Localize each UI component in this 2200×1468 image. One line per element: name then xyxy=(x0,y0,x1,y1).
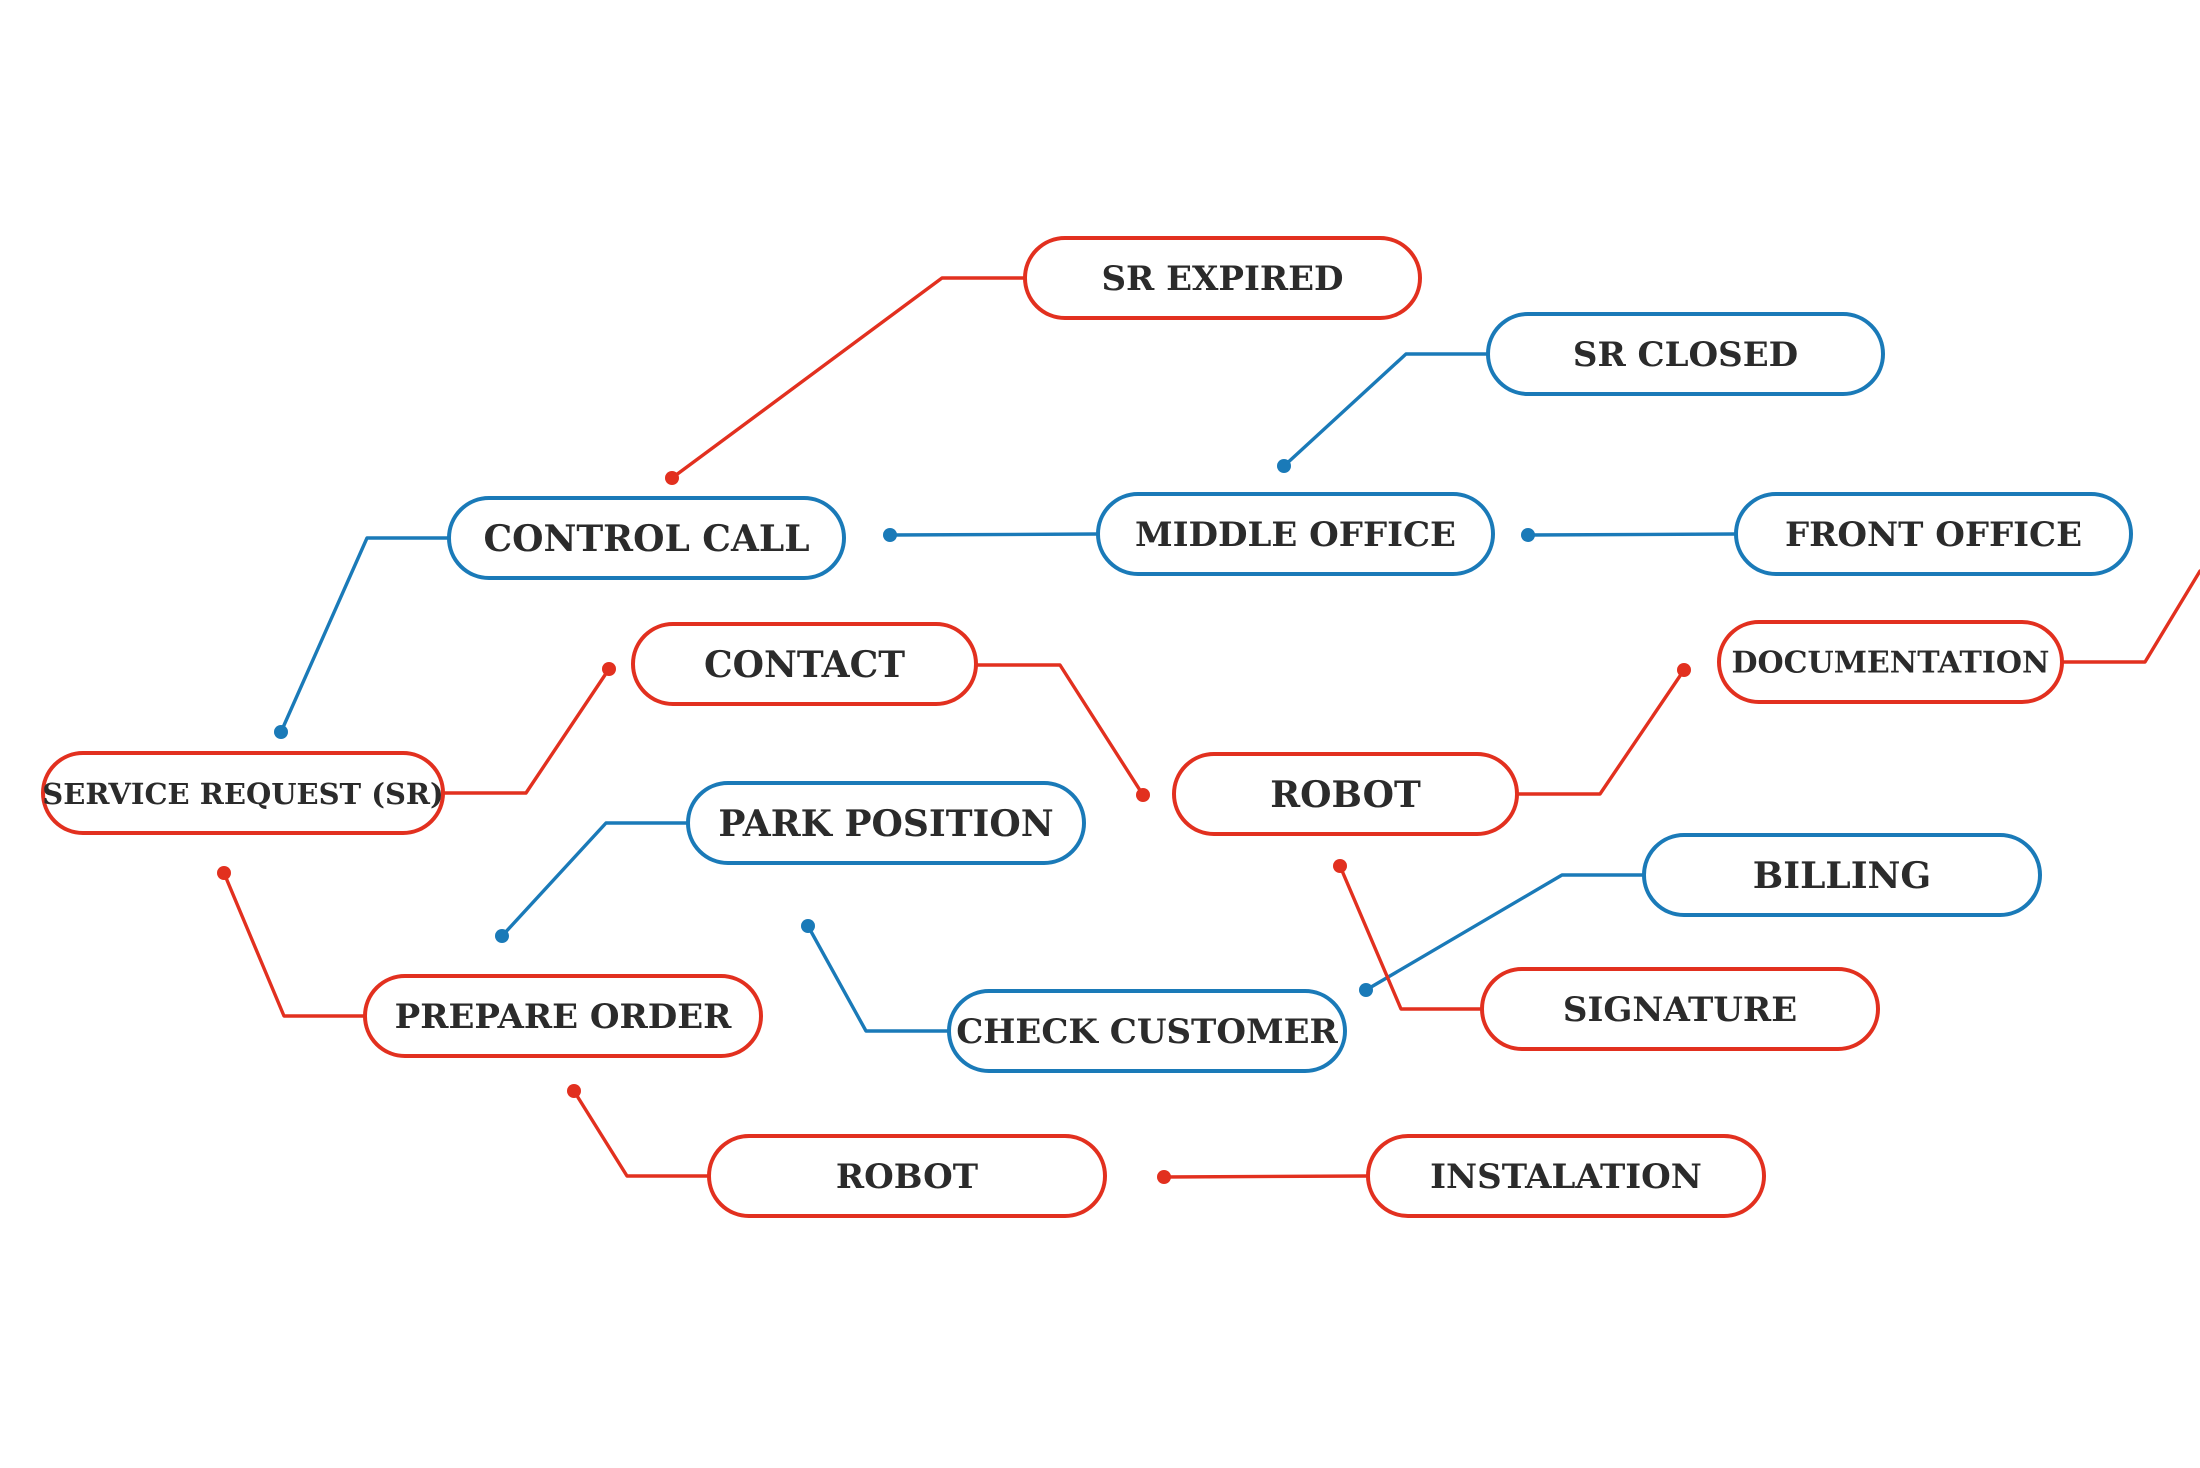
node-sr-closed[interactable]: SR CLOSED xyxy=(1486,312,1885,396)
node-contact[interactable]: CONTACT xyxy=(631,622,978,706)
connector-endpoint-dot xyxy=(1359,983,1373,997)
connector-middle-office-to-sr-closed xyxy=(1277,352,1490,473)
node-label: BILLING xyxy=(1753,855,1931,897)
connector-endpoint-dot xyxy=(801,919,815,933)
connector-robot-to-signature xyxy=(1333,859,1484,1011)
connector-middle-office-to-control-call xyxy=(883,528,1100,542)
node-label: FRONT OFFICE xyxy=(1785,515,2082,555)
connector-service-request-to-prepare-order xyxy=(217,866,367,1018)
connector-endpoint-dot xyxy=(495,929,509,943)
connector-line xyxy=(888,532,1100,537)
connector-line xyxy=(572,1089,711,1178)
connector-line xyxy=(500,821,690,938)
node-service-request[interactable]: SERVICE REQUEST (SR) xyxy=(41,751,445,835)
connector-endpoint-dot xyxy=(1677,663,1691,677)
node-pill xyxy=(1096,492,1495,576)
connector-service-request-to-contact xyxy=(441,662,616,795)
connector-check-customer-to-billing xyxy=(1359,873,1646,997)
connector-prepare-order-to-park-position xyxy=(495,821,690,943)
node-billing[interactable]: BILLING xyxy=(1642,833,2042,917)
node-label: MIDDLE OFFICE xyxy=(1135,515,1456,555)
node-sr-expired[interactable]: SR EXPIRED xyxy=(1023,236,1422,320)
connector-line xyxy=(1515,668,1686,796)
node-label: ROBOT xyxy=(1270,774,1421,816)
node-robot-2[interactable]: ROBOT xyxy=(707,1134,1107,1218)
connector-endpoint-dot xyxy=(1136,788,1150,802)
node-pill xyxy=(1366,1134,1766,1218)
connector-line xyxy=(974,663,1145,797)
node-pill xyxy=(1734,492,2133,576)
connector-endpoint-dot xyxy=(602,662,616,676)
connector-line xyxy=(1282,352,1490,468)
connector-line xyxy=(1364,873,1646,992)
node-label: INSTALATION xyxy=(1430,1157,1702,1197)
node-label: ROBOT xyxy=(836,1157,978,1197)
connector-prepare-order-to-robot xyxy=(567,1084,711,1178)
connector-line xyxy=(441,667,611,795)
connector-endpoint-dot xyxy=(1277,459,1291,473)
node-signature[interactable]: SIGNATURE xyxy=(1480,967,1880,1051)
node-instalation[interactable]: INSTALATION xyxy=(1366,1134,1766,1218)
node-pill xyxy=(947,989,1347,1073)
node-check-customer[interactable]: CHECK CUSTOMER xyxy=(947,989,1347,1073)
nodes: SR EXPIRED SR CLOSED CONTROL CALL MIDDLE OF… xyxy=(41,236,2133,1218)
node-front-office[interactable]: FRONT OFFICE xyxy=(1734,492,2133,576)
node-label: DOCUMENTATION xyxy=(1732,646,2050,681)
connector-endpoint-dot xyxy=(665,471,679,485)
connector-endpoint-dot xyxy=(1333,859,1347,873)
node-label: CONTACT xyxy=(704,644,905,686)
node-middle-office[interactable]: MIDDLE OFFICE xyxy=(1096,492,1495,576)
node-pill xyxy=(686,781,1086,865)
connector-endpoint-dot xyxy=(883,528,897,542)
connector-line xyxy=(1526,532,1738,537)
connector-control-call-to-sr-expired xyxy=(665,276,1027,485)
node-pill xyxy=(1480,967,1880,1051)
node-label: SR CLOSED xyxy=(1573,335,1798,375)
node-park-position[interactable]: PARK POSITION xyxy=(686,781,1086,865)
node-pill xyxy=(41,751,445,835)
node-pill xyxy=(1642,833,2042,917)
node-robot-1[interactable]: ROBOT xyxy=(1172,752,1519,836)
node-pill xyxy=(631,622,978,706)
connector-line xyxy=(806,924,951,1033)
node-pill xyxy=(1023,236,1422,320)
node-label: SR EXPIRED xyxy=(1101,259,1343,299)
node-label: SERVICE REQUEST (SR) xyxy=(42,777,443,811)
connector-endpoint-dot xyxy=(274,725,288,739)
node-pill xyxy=(1717,620,2064,704)
connector-line xyxy=(1162,1174,1370,1179)
connector-line xyxy=(1338,864,1484,1011)
connector-robot-to-documentation xyxy=(1515,663,1691,796)
connector-contact-to-robot xyxy=(974,663,1150,802)
node-label: PREPARE ORDER xyxy=(395,997,732,1037)
connectors xyxy=(217,276,2200,1184)
connector-check-customer-link xyxy=(801,919,951,1033)
connector-front-office-to-middle-office xyxy=(1521,528,1738,542)
node-label: PARK POSITION xyxy=(718,803,1053,845)
connector-instalation-to-robot xyxy=(1157,1170,1370,1184)
node-documentation[interactable]: DOCUMENTATION xyxy=(1717,620,2064,704)
connector-line xyxy=(2060,569,2200,664)
connector-endpoint-dot xyxy=(567,1084,581,1098)
connector-line xyxy=(670,276,1027,480)
node-pill xyxy=(447,496,846,580)
node-label: CONTROL CALL xyxy=(483,518,809,560)
node-prepare-order[interactable]: PREPARE ORDER xyxy=(363,974,763,1058)
node-pill xyxy=(707,1134,1107,1218)
connector-service-request-to-control-call xyxy=(274,536,451,739)
connector-line xyxy=(279,536,451,734)
node-pill xyxy=(1486,312,1885,396)
connector-endpoint-dot xyxy=(1157,1170,1171,1184)
connector-endpoint-dot xyxy=(217,866,231,880)
node-pill xyxy=(363,974,763,1058)
node-pill xyxy=(1172,752,1519,836)
node-control-call[interactable]: CONTROL CALL xyxy=(447,496,846,580)
connector-line xyxy=(222,871,367,1018)
connector-endpoint-dot xyxy=(1521,528,1535,542)
node-label: SIGNATURE xyxy=(1563,990,1797,1030)
connector-documentation-offpage xyxy=(2060,569,2200,664)
node-label: CHECK CUSTOMER xyxy=(956,1012,1338,1052)
